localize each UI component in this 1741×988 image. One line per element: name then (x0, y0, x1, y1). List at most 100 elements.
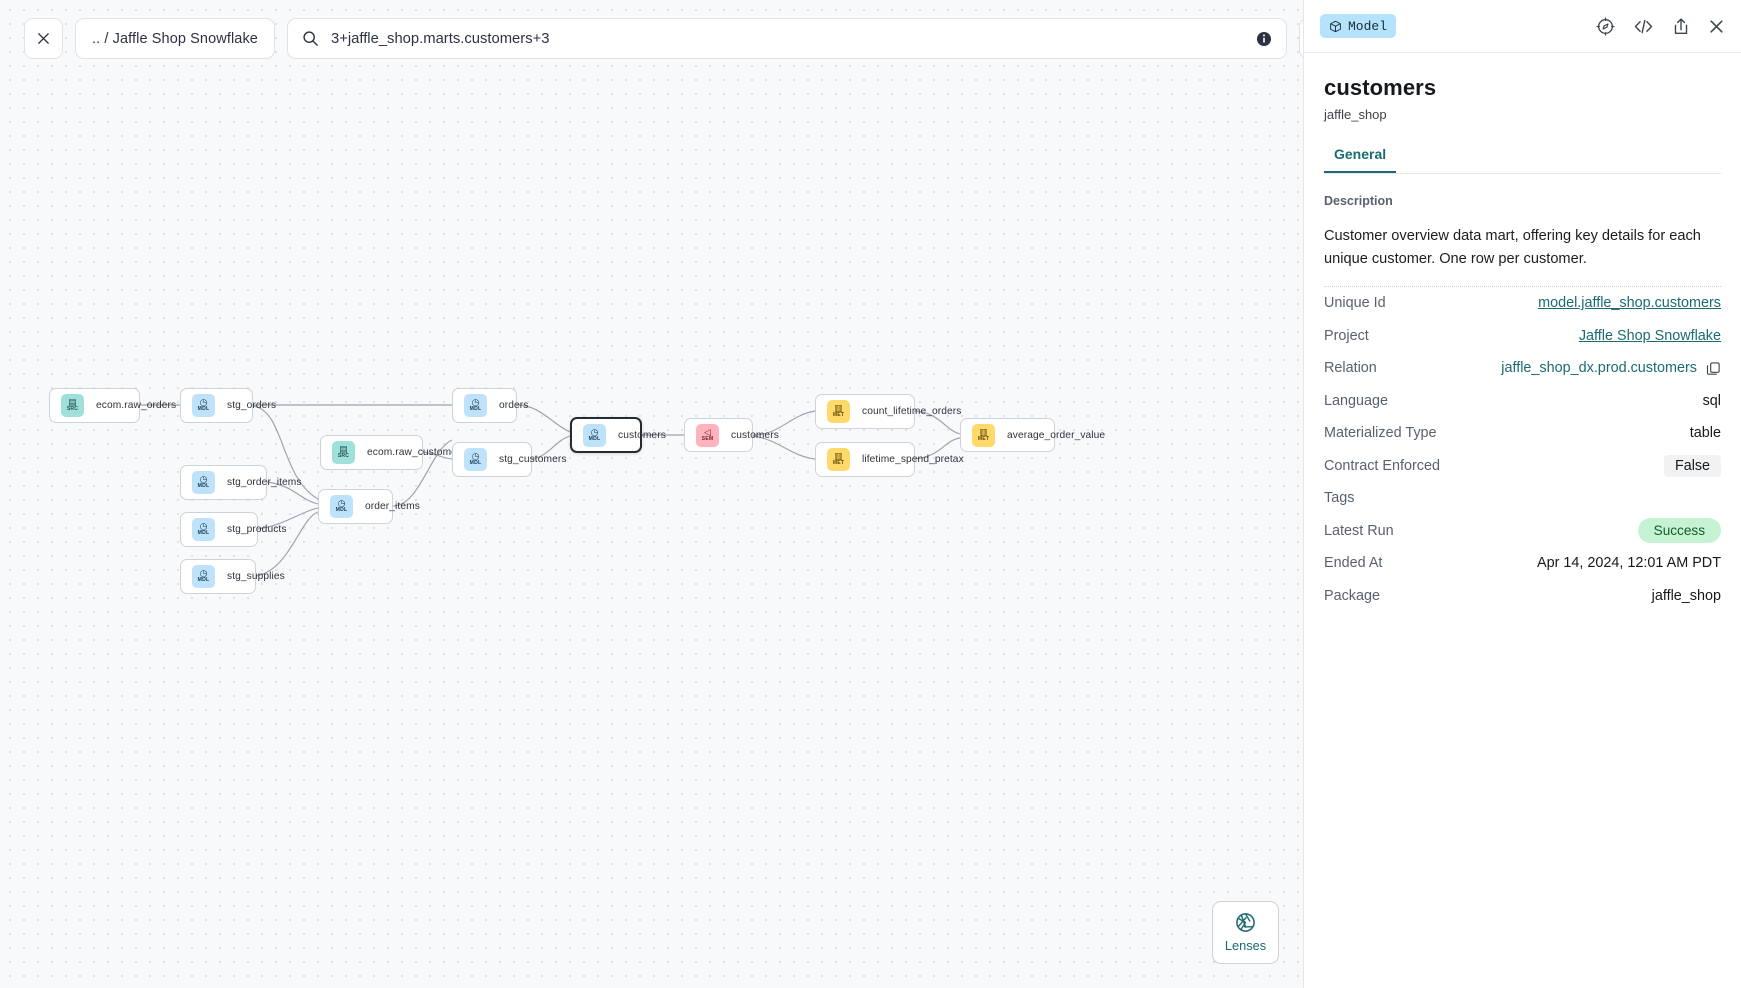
divider (1324, 286, 1721, 288)
field-value: table (1689, 425, 1721, 442)
field-key: Relation (1324, 360, 1377, 377)
field-value: Success (1637, 517, 1721, 543)
graph-node-label: stg_supplies (227, 571, 285, 582)
breadcrumb-label: .. / Jaffle Shop Snowflake (92, 30, 258, 47)
mdl-badge-icon: ◷MDL (464, 394, 487, 417)
graph-node-label: orders (499, 400, 529, 411)
mdl-badge-icon: ◷MDL (583, 423, 606, 447)
graph-node-label: average_order_value (1007, 429, 1106, 441)
lenses-button[interactable]: Lenses (1212, 901, 1279, 964)
graph-node-average_order_value[interactable]: ▥MET average_order_value (960, 418, 1105, 452)
graph-node-label: stg_orders (227, 400, 277, 411)
field-value: jaffle_shop (1651, 587, 1721, 604)
tab-general[interactable]: General (1324, 146, 1397, 173)
canvas-toolbar: .. / Jaffle Shop Snowflake 3+jaffle_shop… (24, 18, 1303, 59)
graph-node-label: stg_customers (499, 454, 567, 465)
code-icon[interactable] (1633, 17, 1654, 36)
graph-node-stg_supplies[interactable]: ◷MDL stg_supplies (180, 559, 285, 594)
graph-node-count_lifetime_orders[interactable]: ▥MET count_lifetime_orders (815, 394, 961, 429)
mdl-badge-icon: ◷MDL (192, 394, 215, 417)
mdl-badge-icon: ◷MDL (192, 565, 215, 588)
graph-node-label: stg_order_items (227, 477, 302, 488)
field-value[interactable]: model.jaffle_shop.customers (1538, 295, 1721, 312)
graph-node-lifetime_spend_pretax[interactable]: ▥MET lifetime_spend_pretax (815, 442, 964, 477)
page-title: customers (1324, 75, 1437, 100)
graph-node-orders[interactable]: ◷MDL orders (452, 388, 528, 423)
graph-node-label: ecom.raw_orders (96, 400, 177, 411)
close-icon[interactable] (1708, 18, 1725, 35)
cube-icon (1329, 20, 1342, 33)
field-row: Unique Id model.jaffle_shop.customers (1324, 287, 1721, 320)
field-key: Ended At (1324, 555, 1383, 572)
breadcrumb[interactable]: .. / Jaffle Shop Snowflake (75, 18, 275, 59)
graph-node-stg_order_items[interactable]: ◷MDL stg_order_items (180, 465, 301, 500)
field-row: Tags (1324, 482, 1721, 515)
field-row: Language sql (1324, 385, 1721, 418)
field-value[interactable]: Jaffle Shop Snowflake (1578, 327, 1721, 344)
page-subtitle: jaffle_shop (1324, 107, 1387, 122)
search-query-value: 3+jaffle_shop.marts.customers+3 (330, 30, 550, 47)
resource-type-chip[interactable]: Model (1320, 14, 1397, 38)
met-badge-icon: ▥MET (972, 423, 995, 447)
copy-icon[interactable] (1706, 361, 1721, 376)
close-graph-button[interactable] (24, 18, 63, 59)
info-icon[interactable] (1256, 31, 1272, 47)
close-icon (36, 31, 51, 46)
graph-node-stg_orders[interactable]: ◷MDL stg_orders (180, 388, 276, 423)
description-text: Customer overview data mart, offering ke… (1324, 228, 1701, 267)
search-icon (302, 30, 319, 47)
panel-title-block: customers jaffle_shop (1304, 53, 1741, 122)
met-badge-icon: ▥MET (827, 400, 850, 423)
field-value[interactable]: jaffle_shop_dx.prod.customers (1501, 360, 1721, 376)
panel-header-actions (1596, 16, 1725, 36)
explore-icon[interactable] (1596, 16, 1615, 36)
src-badge-icon: ▤SRC (332, 441, 355, 464)
description-label: Description (1324, 194, 1393, 208)
field-row: Ended At Apr 14, 2024, 12:01 AM PDT (1324, 547, 1721, 580)
lenses-label: Lenses (1224, 938, 1267, 953)
graph-node-label: order_items (365, 501, 420, 512)
graph-node-customers_sem[interactable]: ◁SEM customers (684, 418, 779, 452)
mdl-badge-icon: ◷MDL (192, 471, 215, 494)
met-badge-icon: ▥MET (827, 448, 850, 471)
graph-node-label: lifetime_spend_pretax (862, 454, 964, 465)
field-key: Project (1324, 327, 1369, 344)
field-value: False (1664, 454, 1721, 477)
status-badge: Success (1637, 517, 1721, 543)
field-key: Language (1324, 392, 1389, 409)
search-input[interactable]: 3+jaffle_shop.marts.customers+3 (286, 18, 1287, 59)
graph-node-label: customers (731, 429, 779, 441)
graph-node-ecom_raw_customers[interactable]: ▤SRC ecom.raw_customers (320, 435, 466, 470)
field-row: Relation jaffle_shop_dx.prod.customers (1324, 352, 1721, 385)
resource-type-label: Model (1348, 18, 1388, 34)
field-row: Project Jaffle Shop Snowflake (1324, 320, 1721, 353)
field-key: Unique Id (1324, 295, 1386, 312)
share-icon[interactable] (1672, 17, 1690, 36)
graph-node-label: count_lifetime_orders (862, 406, 962, 417)
mdl-badge-icon: ◷MDL (464, 448, 487, 471)
aperture-icon (1235, 912, 1256, 933)
graph-node-label: stg_products (227, 524, 287, 535)
panel-tabs: General (1324, 146, 1721, 174)
field-value: Apr 14, 2024, 12:01 AM PDT (1537, 555, 1721, 572)
field-value: sql (1702, 392, 1721, 409)
graph-node-stg_customers[interactable]: ◷MDL stg_customers (452, 442, 566, 477)
graph-node-label: ecom.raw_customers (367, 447, 466, 458)
refresh-button[interactable] (1298, 18, 1303, 59)
details-panel-header: Model (1304, 0, 1741, 53)
details-panel: Model customers jaffle_shop (1303, 0, 1741, 988)
relation-text: jaffle_shop_dx.prod.customers (1501, 360, 1697, 377)
sem-badge-icon: ◁SEM (696, 423, 719, 447)
panel-body: Description Customer overview data mart,… (1304, 174, 1741, 988)
